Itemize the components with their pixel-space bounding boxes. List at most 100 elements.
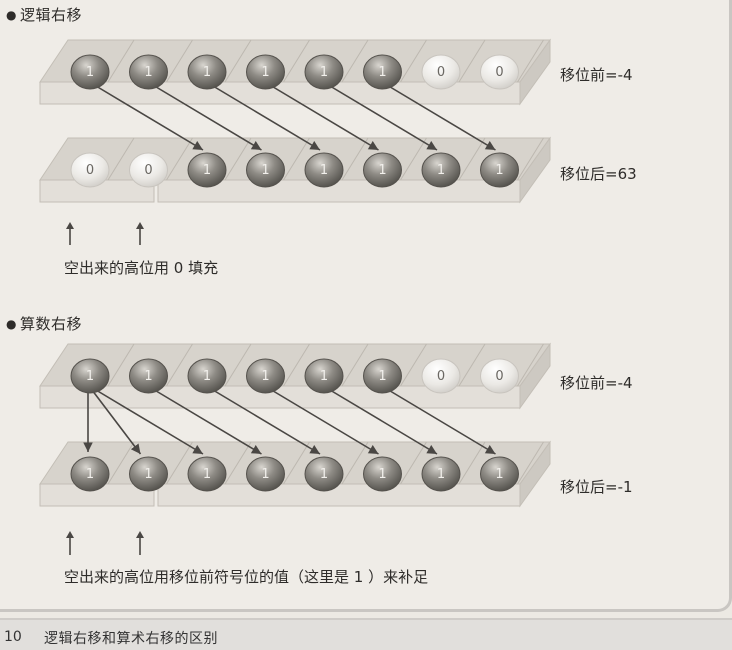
- logical-after-bit-ball: [421, 152, 461, 188]
- logical-before-cell-divider: [224, 39, 252, 83]
- arith-before-bit-label: 1: [261, 369, 269, 384]
- arith-shift-arrow: [154, 389, 262, 455]
- logical-before-bit-ball: [187, 54, 227, 90]
- arith-before-cell-divider: [458, 343, 486, 387]
- arith-before-bit-ball: [246, 358, 285, 394]
- logical-after-bit-ball: [246, 152, 285, 188]
- arith-before-bit-label: 1: [320, 369, 328, 384]
- logical-after-cell-divider: [283, 137, 310, 181]
- logical-shift-arrow: [271, 85, 379, 151]
- arith-pointer-1-head: [66, 531, 74, 538]
- arith-after-bit-label: 1: [203, 467, 211, 482]
- logical-before-label: 移位前=-4: [560, 66, 633, 84]
- logical-after-cell-divider: [166, 137, 193, 181]
- arith-shift-arrow: [95, 389, 204, 455]
- arith-before-cell-divider: [224, 343, 252, 387]
- arith-after-bit-ball: [421, 456, 461, 492]
- logical-before-bit-label: 1: [261, 65, 269, 80]
- arith-before-cell-divider: [283, 343, 310, 387]
- arith-after-bit-label: 1: [144, 467, 152, 482]
- arith-before-bit-ball: [70, 358, 110, 394]
- logical-note: 空出来的高位用 0 填充: [64, 259, 219, 277]
- arith-before-cell-divider: [341, 343, 369, 387]
- arithmetic-after-label: 移位后=-1: [560, 478, 633, 496]
- arith-after-cell-divider: [107, 441, 135, 485]
- arith-after-bit-ball: [187, 456, 227, 492]
- figure-number: 10: [4, 629, 22, 645]
- logical-after-bit-label: 0: [144, 163, 152, 178]
- arith-shift-arrow: [271, 389, 379, 455]
- arith-after-cell-divider: [517, 441, 544, 485]
- arith-shift-arrow: [329, 389, 438, 455]
- logical-after-bit-ball: [363, 152, 402, 188]
- arith-after-cell-divider: [166, 441, 193, 485]
- logical-before-cell-divider: [166, 39, 193, 83]
- arith-after-bit-ball: [246, 456, 285, 492]
- logical-before-cell-divider: [400, 39, 427, 83]
- logical-after-bit-label: 1: [320, 163, 328, 178]
- arith-before-bit-ball: [129, 358, 168, 394]
- logical-before-tray-top: [39, 39, 551, 83]
- bullet-icon: ●: [6, 317, 17, 331]
- logical-before-cell-divider: [107, 39, 135, 83]
- logical-after-label: 移位后=63: [560, 165, 637, 183]
- logical-after-cell-divider: [224, 137, 252, 181]
- logical-before-bit-label: 0: [495, 65, 503, 80]
- logical-after-bit-label: 1: [495, 163, 503, 178]
- arith-before-bit-ball: [187, 358, 227, 394]
- arithmetic-note: 空出来的高位用移位前符号位的值（这里是 1 ）来补足: [64, 568, 429, 586]
- arith-before-bit-label: 1: [144, 369, 152, 384]
- logical-shift-arrow: [154, 85, 262, 151]
- logical-after-cell-divider: [107, 137, 135, 181]
- logical-before-cell-divider: [458, 39, 486, 83]
- logical-pointer-1-head: [66, 222, 74, 229]
- arith-before-bit-label: 1: [203, 369, 211, 384]
- arith-shift-arrow: [212, 389, 321, 455]
- arith-after-bit-label: 1: [378, 467, 386, 482]
- logical-shift-arrow: [95, 85, 204, 151]
- logical-before-bit-ball: [480, 54, 519, 90]
- logical-before-bit-ball: [246, 54, 285, 90]
- arithmetic-shift-title: ●算数右移: [6, 313, 82, 334]
- arithmetic-shift-title-text: 算数右移: [19, 315, 82, 333]
- logical-before-bit-label: 0: [437, 65, 445, 80]
- arith-after-cell-divider: [341, 441, 369, 485]
- arith-after-cell-divider: [224, 441, 252, 485]
- arith-before-cell-divider: [107, 343, 135, 387]
- arith-after-bit-label: 1: [495, 467, 503, 482]
- arith-before-cell-divider: [400, 343, 427, 387]
- logical-after-bit-label: 1: [378, 163, 386, 178]
- arithmetic-before-label: 移位前=-4: [560, 374, 633, 392]
- logical-before-bit-label: 1: [378, 65, 386, 80]
- logical-before-cell-divider: [283, 39, 310, 83]
- logical-before-bit-label: 1: [320, 65, 328, 80]
- logical-before-bit-ball: [363, 54, 402, 90]
- arith-before-bit-ball: [421, 358, 461, 394]
- figure-caption: 逻辑右移和算术右移的区别: [44, 631, 218, 647]
- logical-shift-arrow: [388, 85, 496, 151]
- arith-after-bit-ball: [363, 456, 402, 492]
- arith-after-bit-ball: [129, 456, 168, 492]
- arith-pointer-2-head: [136, 531, 144, 538]
- logical-before-bit-label: 1: [144, 65, 152, 80]
- arith-before-bit-ball: [304, 358, 344, 394]
- arith-sign-arrow: [91, 389, 142, 455]
- logical-before-bit-ball: [304, 54, 344, 90]
- arith-after-bit-ball: [480, 456, 519, 492]
- logical-after-cell-divider: [400, 137, 427, 181]
- logical-after-bit-label: 1: [203, 163, 211, 178]
- logical-after-cell-divider: [517, 137, 544, 181]
- arith-before-bit-label: 0: [437, 369, 445, 384]
- logical-before-bit-ball: [70, 54, 110, 90]
- logical-shift-arrow: [329, 85, 438, 151]
- arith-before-bit-ball: [363, 358, 402, 394]
- arith-after-bit-label: 1: [437, 467, 445, 482]
- logical-after-bit-label: 1: [437, 163, 445, 178]
- arith-before-cell-divider: [517, 343, 544, 387]
- arith-after-bit-label: 1: [261, 467, 269, 482]
- logical-before-cell-divider: [517, 39, 544, 83]
- arith-after-cell-divider: [458, 441, 486, 485]
- logical-before-bit-label: 1: [203, 65, 211, 80]
- arith-before-bit-label: 1: [86, 369, 94, 384]
